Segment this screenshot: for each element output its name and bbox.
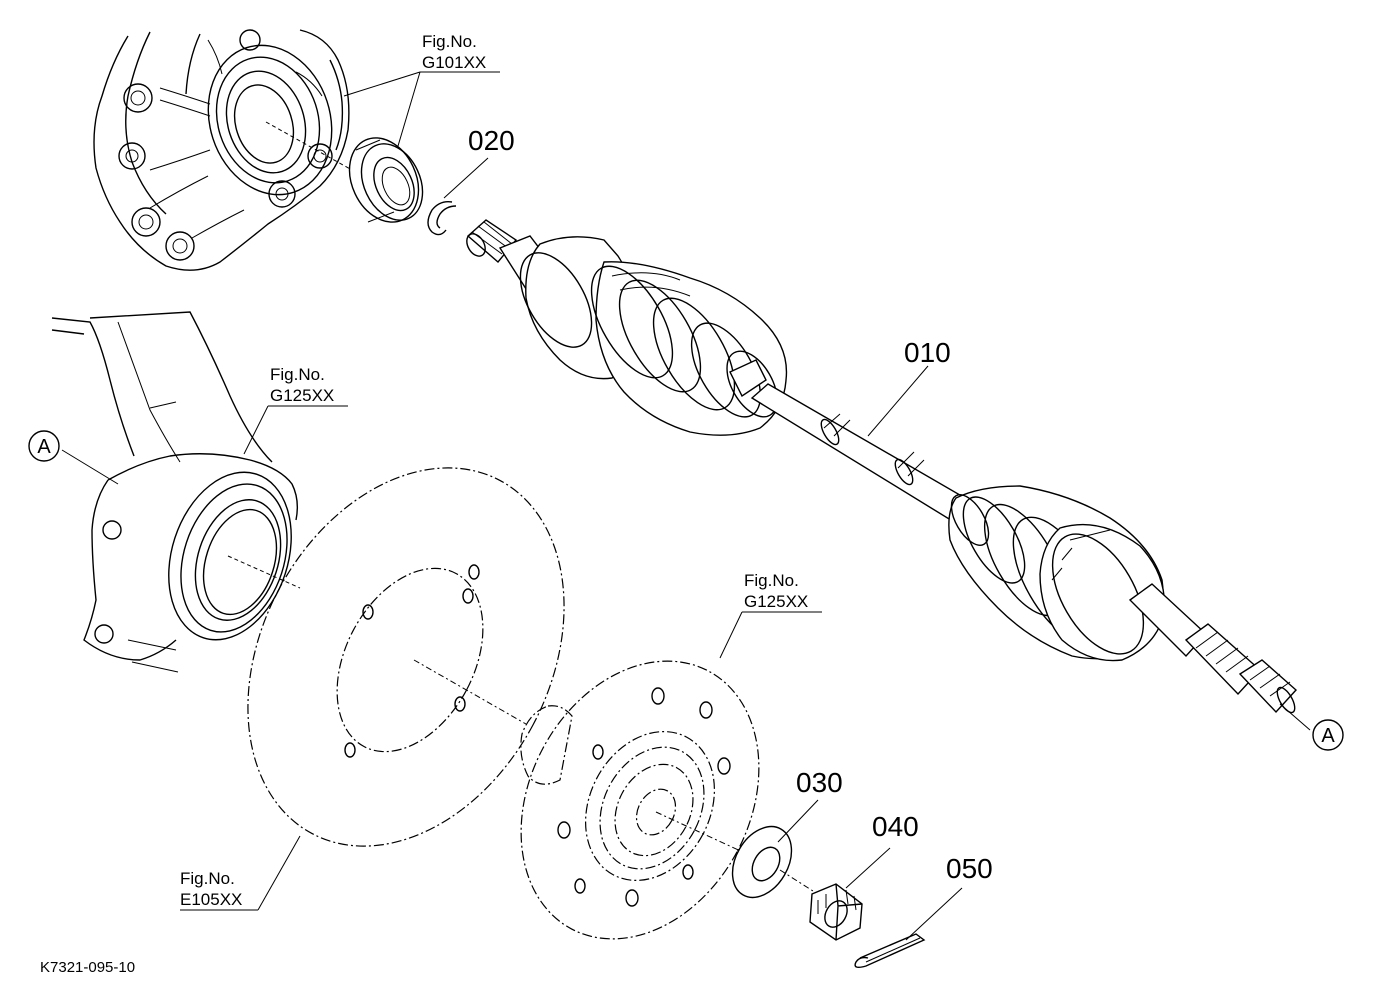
marker-a-label: A xyxy=(1321,725,1335,747)
oil-seal-drawing xyxy=(348,137,424,223)
figure-ref-g125-hub: Fig.No. G125XX xyxy=(744,571,808,611)
figure-ref-g125-knuckle: Fig.No. G125XX xyxy=(270,365,334,405)
marker-a-shaft: A xyxy=(1312,719,1344,751)
figure-ref-g101: Fig.No. G101XX xyxy=(422,32,486,72)
leader-lines xyxy=(61,71,1311,941)
part-label-010: 010 xyxy=(904,337,951,368)
fig-no-label: Fig.No. xyxy=(744,571,799,590)
wheel-hub-drawing xyxy=(520,660,761,940)
castle-nut-drawing xyxy=(809,883,863,941)
fig-code-label: E105XX xyxy=(180,890,242,909)
figure-ref-e105: Fig.No. E105XX xyxy=(180,869,242,909)
fig-no-label: Fig.No. xyxy=(422,32,477,51)
fig-code-label: G125XX xyxy=(270,386,334,405)
cotter-pin-drawing xyxy=(854,933,926,969)
part-label-030: 030 xyxy=(796,767,843,798)
marker-a-knuckle: A xyxy=(28,430,60,462)
washer-drawing xyxy=(731,825,825,899)
fig-no-label: Fig.No. xyxy=(270,365,325,384)
drawing-number: K7321-095-10 xyxy=(40,959,135,976)
part-label-050: 050 xyxy=(946,853,993,884)
fig-code-label: G125XX xyxy=(744,592,808,611)
axle-housing-drawing xyxy=(93,29,353,271)
steering-knuckle-drawing xyxy=(51,311,301,673)
snap-ring-drawing xyxy=(427,200,457,236)
part-label-020: 020 xyxy=(468,125,515,156)
part-label-040: 040 xyxy=(872,811,919,842)
fig-no-label: Fig.No. xyxy=(180,869,235,888)
fig-code-label: G101XX xyxy=(422,53,486,72)
marker-a-label: A xyxy=(37,436,51,458)
drive-shaft-drawing xyxy=(466,219,1297,714)
brake-disc-drawing xyxy=(247,467,565,847)
